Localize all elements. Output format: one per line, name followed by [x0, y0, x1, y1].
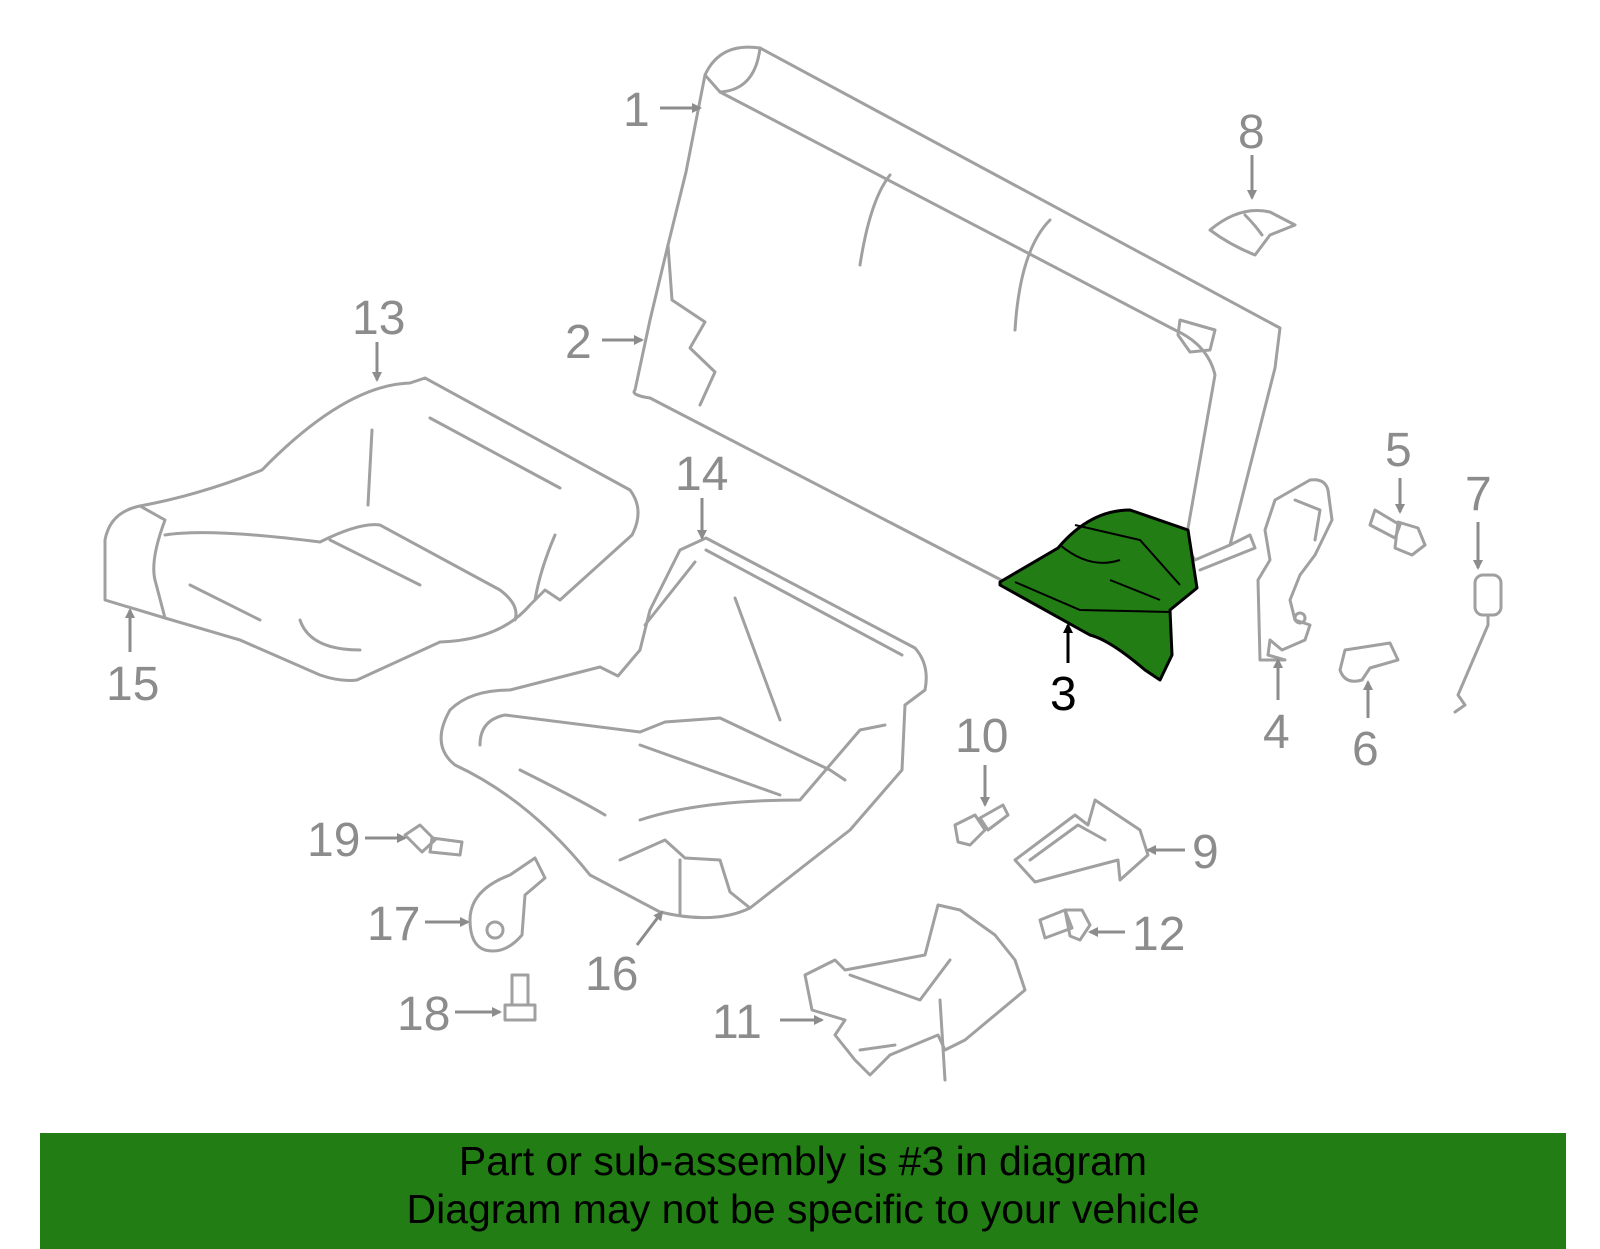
rod-part-7 — [1453, 573, 1503, 714]
callout-label-16: 16 — [585, 948, 638, 1001]
bolt-part-12 — [1038, 908, 1092, 942]
highlighted-part-3 — [998, 508, 1199, 682]
callout-label-9: 9 — [1192, 826, 1219, 879]
callout-label-8: 8 — [1238, 106, 1265, 159]
callout-label-2: 2 — [565, 316, 592, 369]
callout-label-7: 7 — [1465, 468, 1492, 521]
callout-label-5: 5 — [1385, 424, 1412, 477]
bolt-part-18 — [503, 973, 537, 1022]
callout-label-6: 6 — [1352, 723, 1379, 776]
hinge-part-11 — [803, 903, 1027, 1082]
bolt-part-19 — [403, 823, 464, 857]
callout-label-11: 11 — [712, 996, 762, 1049]
bolt-part-5 — [1368, 508, 1427, 557]
bracket-part-4 — [1256, 478, 1334, 662]
callout-label-12: 12 — [1132, 908, 1185, 961]
clip-part-6 — [1338, 641, 1400, 683]
left-cushion-part — [103, 376, 640, 682]
callout-label-17: 17 — [367, 898, 420, 951]
plate-part-17 — [468, 856, 547, 953]
callout-label-10: 10 — [955, 710, 1008, 763]
callout-arrows — [125, 103, 1483, 1025]
info-banner: Part or sub-assembly is #3 in diagram Di… — [40, 1133, 1566, 1249]
callout-label-13: 13 — [352, 292, 405, 345]
banner-line-disclaimer: Diagram may not be specific to your vehi… — [406, 1186, 1200, 1232]
seat-back-part — [632, 45, 1282, 584]
callout-label-1: 1 — [623, 84, 650, 137]
bracket-part-9 — [1013, 798, 1150, 884]
banner-line-part-info: Part or sub-assembly is #3 in diagram — [458, 1138, 1148, 1184]
callout-label-3: 3 — [1050, 668, 1077, 721]
callout-label-15: 15 — [106, 658, 159, 711]
cover-part-8 — [1208, 208, 1297, 257]
callout-label-19: 19 — [307, 814, 360, 867]
callout-label-18: 18 — [397, 988, 450, 1041]
callout-label-14: 14 — [675, 448, 728, 501]
right-cushion-part — [439, 536, 928, 920]
callout-labels: 1 2 3 4 5 6 7 8 9 10 11 12 13 14 15 16 1… — [106, 84, 1492, 1049]
callout-label-4: 4 — [1263, 706, 1290, 759]
bolt-part-10 — [953, 803, 1010, 847]
